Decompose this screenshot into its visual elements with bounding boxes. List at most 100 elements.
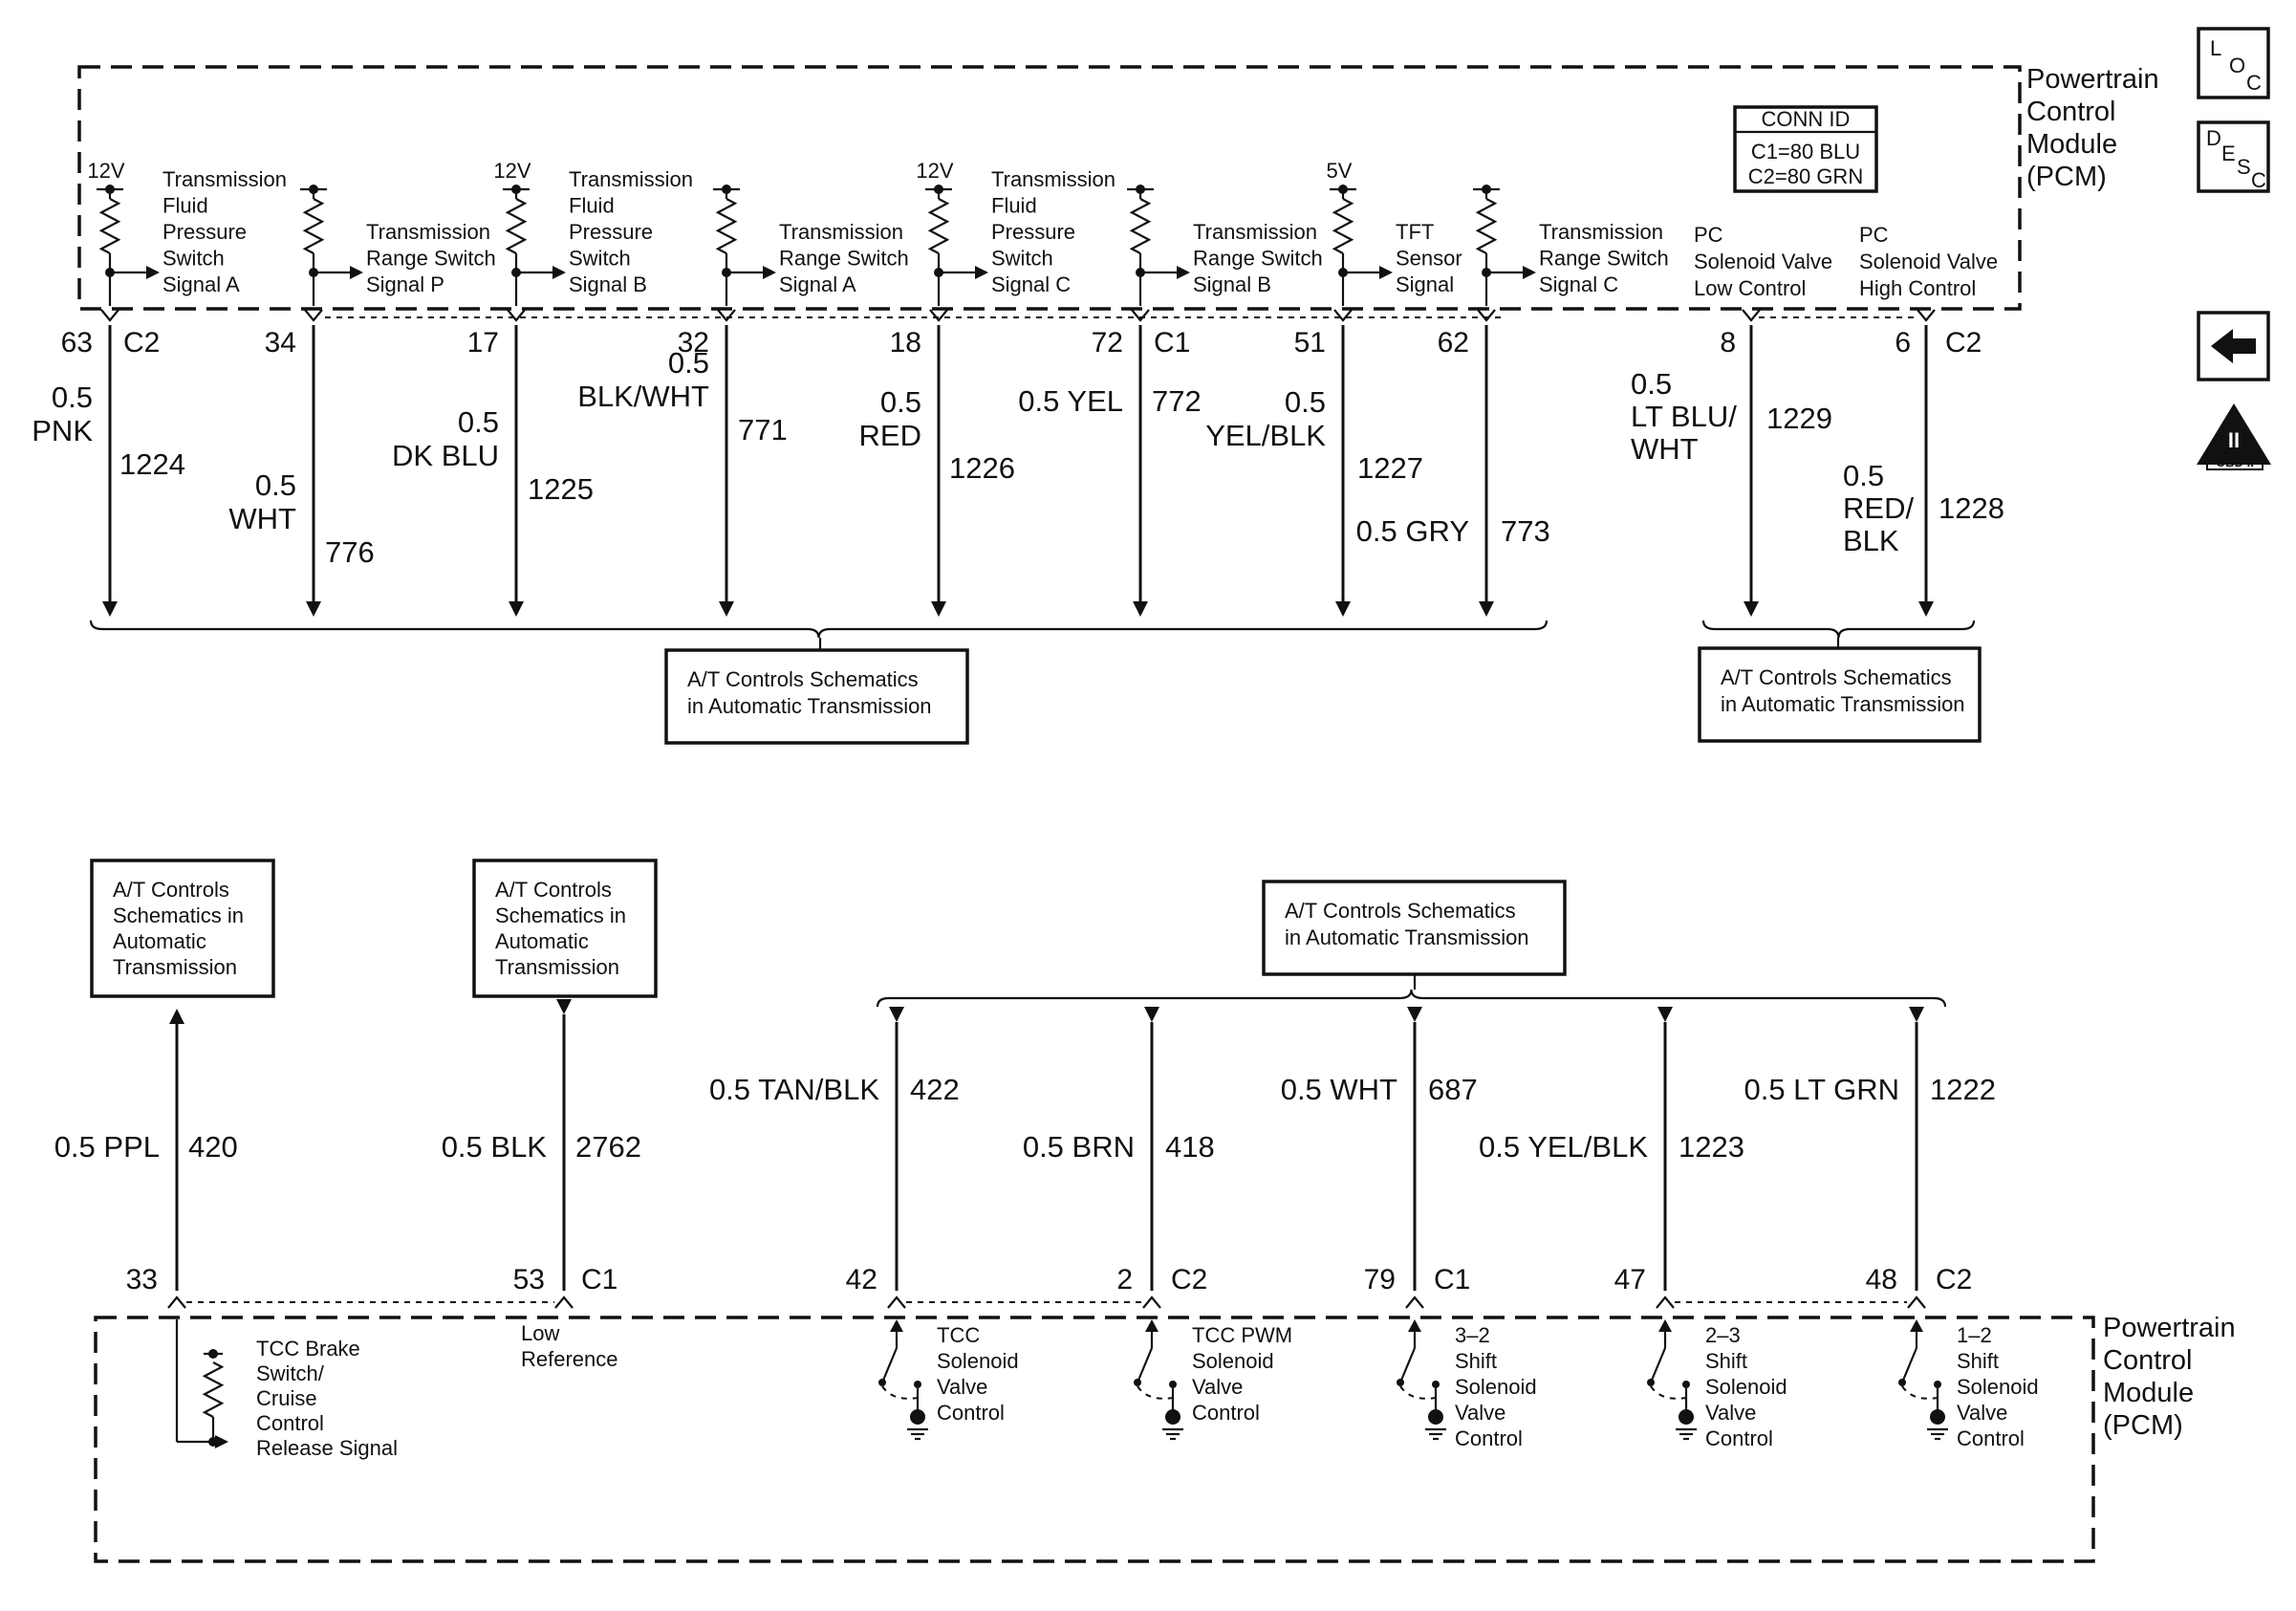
switch-icon [1136, 1347, 1154, 1383]
pcm-module-label: Control [2026, 97, 2116, 127]
description-icon-text: D [2206, 126, 2221, 150]
ref-box-bottom-right-text: in Automatic Transmission [1285, 925, 1529, 949]
obd-ii-icon-text: II [2228, 428, 2240, 452]
signal-arrow-icon [763, 266, 776, 279]
circuit-number: 1222 [1930, 1073, 1996, 1106]
solenoid-control-label: Valve [937, 1375, 987, 1399]
wire-color-label: 0.5 TAN/BLK [709, 1073, 879, 1106]
wire-arrow-down-icon [1657, 1007, 1673, 1022]
ref-box-bottom-mid-text: Automatic [495, 929, 589, 953]
junction-dot-icon [1682, 1381, 1690, 1388]
circuit-number: 776 [325, 535, 375, 569]
top-right-bracket [1701, 620, 1976, 639]
wire-color-label: RED [859, 419, 921, 452]
solenoid-control-label: 2–3 [1705, 1323, 1741, 1347]
pin-number: 6 [1895, 327, 1911, 359]
wire-arrow-down-icon [1407, 1007, 1422, 1022]
ground-terminal-icon [1679, 1409, 1694, 1425]
ref-box-top-right-text: A/T Controls Schematics [1721, 665, 1952, 689]
connector-fork-icon [1333, 309, 1353, 322]
input-signal-label: Control [256, 1411, 324, 1435]
input-signal-label: Signal P [366, 272, 444, 296]
junction-dot-icon [1397, 1379, 1404, 1386]
output-arrow-icon [1910, 1319, 1923, 1332]
junction-dot-icon [105, 185, 115, 194]
solenoid-control-label: Shift [1957, 1349, 1999, 1373]
wire-arrow-up-icon [169, 1009, 184, 1024]
switch-link-icon [1901, 1385, 1939, 1400]
solenoid-control-label: Control [1455, 1426, 1523, 1450]
input-signal-label: Range Switch [779, 247, 909, 271]
connector-fork-icon [1131, 309, 1150, 322]
pin-number: 33 [126, 1264, 158, 1295]
input-signal-label: Signal C [1539, 272, 1618, 296]
output-signal-label: PC [1694, 223, 1723, 247]
junction-dot-icon [1482, 185, 1491, 194]
wire-arrow-down-icon [509, 601, 524, 617]
top-main-bracket [89, 620, 1549, 639]
connector-fork-icon [717, 309, 736, 322]
connector-id: C2 [1945, 327, 1982, 359]
ref-box-bottom-mid-text: Transmission [495, 955, 619, 979]
pin-number: 47 [1614, 1264, 1646, 1295]
circuit-number: 773 [1501, 514, 1550, 548]
wire-arrow-down-icon [1479, 601, 1494, 617]
input-signal-label: Range Switch [1193, 247, 1323, 271]
input-signal-label: Release Signal [256, 1436, 398, 1460]
solenoid-control-label: TCC PWM [1192, 1323, 1292, 1347]
connector-id: C2 [1936, 1264, 1972, 1295]
wire-arrow-down-icon [1744, 601, 1759, 617]
switch-icon [880, 1347, 899, 1383]
output-signal-label: PC [1859, 223, 1889, 247]
wire-color-label: 0.5 [52, 381, 93, 414]
wire-color-label: 0.5 [1285, 385, 1326, 419]
description-icon [2197, 120, 2270, 193]
circuit-number: 422 [910, 1073, 960, 1106]
solenoid-control-label: Solenoid [1705, 1375, 1787, 1399]
signal-arrow-icon [1379, 266, 1393, 279]
wire-color-label: LT BLU/ [1631, 400, 1737, 433]
junction-dot-icon [722, 185, 731, 194]
junction-dot-icon [1898, 1379, 1906, 1386]
wire-arrow-down-icon [102, 601, 118, 617]
wire-arrow-down-icon [719, 601, 734, 617]
location-icon-text: C [2246, 71, 2262, 95]
connector-id: C1 [1434, 1264, 1470, 1295]
ref-box-top-main-text: A/T Controls Schematics [687, 667, 919, 691]
resistor-icon [505, 198, 528, 254]
circuit-number: 420 [188, 1130, 238, 1164]
junction-dot-icon [1647, 1379, 1655, 1386]
solenoid-control-label: Shift [1455, 1349, 1497, 1373]
junction-dot-icon [1134, 1379, 1141, 1386]
junction-dot-icon [914, 1381, 921, 1388]
input-signal-label: Pressure [162, 220, 247, 244]
ref-box-bottom-mid-text: Schematics in [495, 903, 626, 927]
circuit-number: 1229 [1766, 402, 1832, 435]
wire-arrow-down-icon [306, 601, 321, 617]
wire-arrow-down-icon [1918, 601, 1934, 617]
resistor-icon [1332, 198, 1354, 254]
wire-color-label: 0.5 YEL/BLK [1479, 1130, 1648, 1164]
output-arrow-icon [890, 1319, 903, 1332]
connector-fork-icon [1477, 309, 1496, 322]
pin-number: 51 [1294, 327, 1326, 359]
ground-terminal-icon [1165, 1409, 1180, 1425]
input-signal-label: Transmission [779, 220, 903, 244]
connector-fork-icon [929, 309, 948, 322]
conn-id-box [1733, 105, 1878, 193]
junction-dot-icon [1934, 1381, 1941, 1388]
circuit-number: 418 [1165, 1130, 1215, 1164]
wire-color-label: 0.5 [1843, 459, 1884, 492]
circuit-number: 1224 [119, 447, 185, 481]
input-signal-label: Fluid [569, 194, 615, 218]
wire-arrow-down-icon [931, 601, 946, 617]
ref-box-bottom-mid [472, 859, 658, 998]
pcm-bottom-frame [94, 1316, 2095, 1563]
input-signal-label: Transmission [569, 167, 693, 191]
solenoid-control-label: Valve [1455, 1401, 1505, 1425]
resistor-icon [202, 1361, 225, 1418]
wire-color-label: YEL/BLK [1205, 419, 1326, 452]
input-signal-label: Transmission [1193, 220, 1317, 244]
resistor-icon [1475, 198, 1498, 254]
supply-voltage-label: 12V [493, 159, 531, 183]
